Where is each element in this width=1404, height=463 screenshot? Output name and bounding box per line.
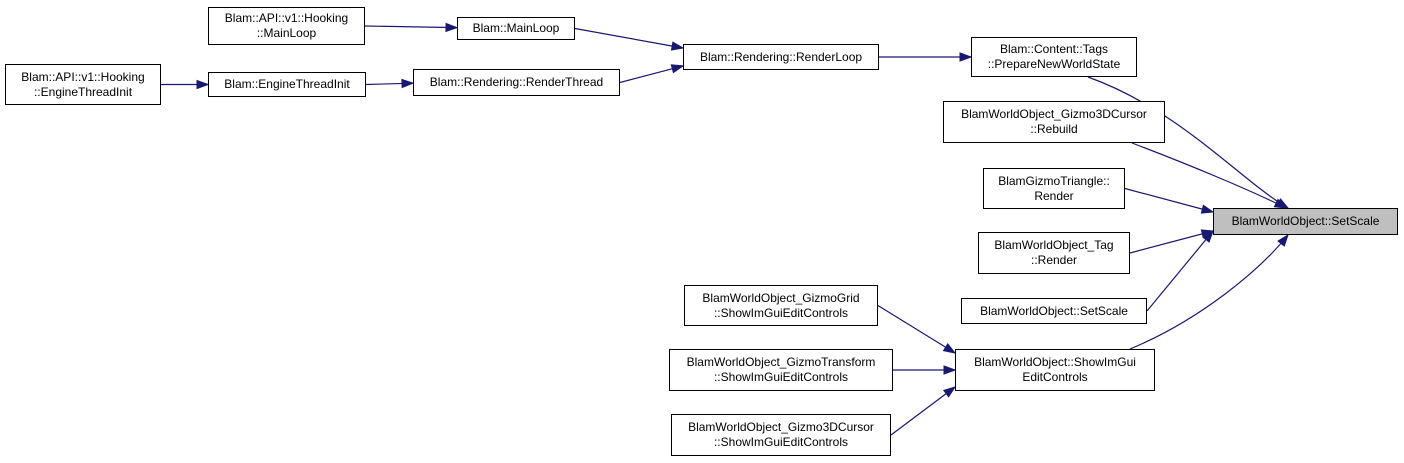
edge-gizmogrid_showimgui-to-showimgui bbox=[877, 304, 956, 354]
node-label-line: ::ShowImGuiEditControls bbox=[713, 435, 849, 449]
edge-hooking_mainloop-to-mainloop bbox=[364, 25, 458, 29]
node-gizmo3dcursor-showimgui[interactable]: BlamWorldObject_Gizmo3DCursor ::ShowImGu… bbox=[671, 414, 891, 456]
node-mainloop[interactable]: Blam::MainLoop bbox=[457, 17, 575, 40]
node-label-line: BlamGizmoTriangle:: bbox=[998, 173, 1110, 188]
edge-mainloop-to-renderloop bbox=[574, 27, 684, 49]
node-label-line: ::ShowImGuiEditControls bbox=[713, 370, 849, 384]
edge-arrowhead bbox=[401, 78, 415, 89]
node-hooking-enginethreadinit[interactable]: Blam::API::v1::Hooking ::EngineThreadIni… bbox=[5, 64, 161, 105]
edge-gizmo3dcursor_rebuild-to-setscale_focus bbox=[1131, 142, 1287, 209]
node-label-line: Blam::Content::Tags bbox=[999, 42, 1109, 56]
node-label-line: ::MainLoop bbox=[256, 26, 317, 40]
edge-arrowhead bbox=[942, 386, 957, 398]
edge-showimgui-to-setscale_focus bbox=[1129, 234, 1289, 350]
edge-arrowhead bbox=[1200, 204, 1215, 214]
node-gizmotriangle-render[interactable]: BlamGizmoTriangle:: Render bbox=[983, 168, 1125, 209]
node-gizmogrid-showimgui[interactable]: BlamWorldObject_GizmoGrid ::ShowImGuiEdi… bbox=[684, 285, 878, 326]
edge-arrowhead bbox=[670, 64, 685, 74]
edge-arrowhead bbox=[1277, 233, 1289, 247]
edge-arrowhead bbox=[1273, 198, 1288, 209]
node-label-line: BlamWorldObject_Gizmo3DCursor bbox=[961, 107, 1147, 121]
node-label-line: ::EngineThreadInit bbox=[33, 84, 133, 99]
node-label-line: Blam::EngineThreadInit bbox=[224, 77, 350, 91]
edge-arrowhead bbox=[959, 52, 973, 62]
node-label-line: ::Rebuild bbox=[1030, 122, 1078, 136]
node-label-line: Blam::Rendering::RenderThread bbox=[429, 75, 604, 89]
node-renderloop[interactable]: Blam::Rendering::RenderLoop bbox=[683, 44, 879, 70]
node-label-line: Blam::API::v1::Hooking bbox=[21, 69, 145, 84]
edge-arrowhead bbox=[942, 342, 957, 354]
node-label-line: Blam::Rendering::RenderLoop bbox=[699, 49, 863, 64]
node-label-line: Blam::MainLoop bbox=[472, 21, 560, 35]
node-label-line: ::Render bbox=[1030, 253, 1078, 267]
node-setscale-caller[interactable]: BlamWorldObject::SetScale bbox=[961, 298, 1147, 324]
edge-arrowhead bbox=[196, 79, 210, 90]
node-enginethreadinit[interactable]: Blam::EngineThreadInit bbox=[208, 72, 366, 97]
edge-gizmo3dcursor_showimgui-to-showimgui bbox=[890, 386, 956, 436]
node-label-line: BlamWorldObject_Tag bbox=[994, 238, 1114, 252]
edge-gizmotriangle_render-to-setscale_focus bbox=[1124, 187, 1214, 213]
node-gizmo3dcursor-rebuild[interactable]: BlamWorldObject_Gizmo3DCursor ::Rebuild bbox=[943, 101, 1165, 143]
node-showimgui-editcontrols[interactable]: BlamWorldObject::ShowImGui EditControls bbox=[955, 349, 1155, 391]
node-hooking-mainloop[interactable]: Blam::API::v1::Hooking ::MainLoop bbox=[208, 7, 365, 45]
edge-tag_render-to-setscale_focus bbox=[1129, 230, 1214, 254]
node-label-line: ::PrepareNewWorldState bbox=[987, 57, 1121, 71]
node-label-line: BlamWorldObject_Gizmo3DCursor bbox=[688, 420, 874, 434]
node-label-line: BlamWorldObject::SetScale bbox=[1231, 214, 1380, 228]
node-gizmotransform-showimgui[interactable]: BlamWorldObject_GizmoTransform ::ShowImG… bbox=[669, 349, 893, 391]
node-label-line: Blam::API::v1::Hooking bbox=[224, 11, 349, 25]
node-label-line: ::ShowImGuiEditControls bbox=[713, 305, 849, 320]
edge-preparenewworldstate-to-setscale_focus bbox=[1087, 76, 1289, 209]
edge-setscale_caller-to-setscale_focus bbox=[1146, 230, 1214, 312]
node-renderthread[interactable]: Blam::Rendering::RenderThread bbox=[413, 69, 620, 96]
node-label-line: BlamWorldObject_GizmoGrid bbox=[702, 290, 860, 305]
node-tag-render[interactable]: BlamWorldObject_Tag ::Render bbox=[978, 232, 1130, 274]
node-label-line: BlamWorldObject::ShowImGui bbox=[974, 355, 1136, 369]
edge-arrowhead bbox=[445, 22, 459, 33]
node-label-line: EditControls bbox=[1022, 370, 1088, 384]
edge-arrowhead bbox=[1202, 229, 1214, 243]
node-setscale-focus[interactable]: BlamWorldObject::SetScale bbox=[1213, 208, 1398, 235]
node-preparenewworldstate[interactable]: Blam::Content::Tags ::PrepareNewWorldSta… bbox=[971, 37, 1137, 77]
node-label-line: BlamWorldObject_GizmoTransform bbox=[686, 355, 876, 369]
edge-arrowhead bbox=[670, 41, 685, 51]
node-label-line: BlamWorldObject::SetScale bbox=[980, 303, 1128, 318]
edge-arrowhead bbox=[943, 365, 957, 375]
node-label-line: Render bbox=[1034, 188, 1074, 203]
